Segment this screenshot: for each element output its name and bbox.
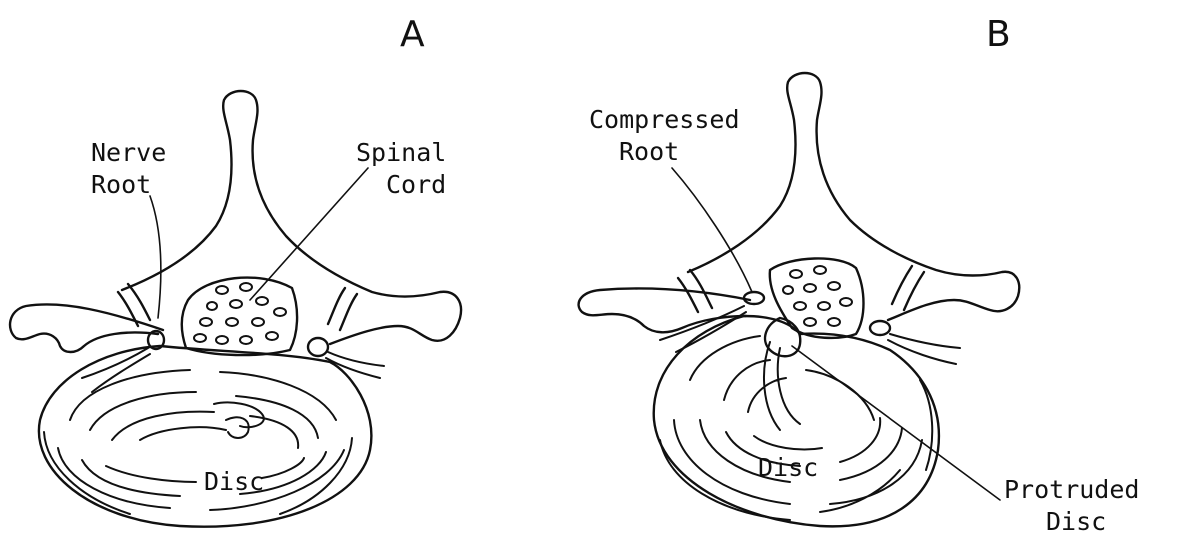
panel-a-spinal-cord-leader — [250, 168, 368, 300]
panel-a-nerve-root-right — [308, 338, 328, 356]
panel-b-disc-rings — [660, 336, 932, 520]
panel-b-protruded-disc-label-line1: Protruded — [1004, 475, 1139, 504]
panel-a-nerve-root-leader — [150, 196, 161, 318]
panel-a-disc-label: Disc — [204, 467, 264, 496]
panel-b-nerve-root-right — [870, 321, 890, 335]
panel-b-right-pedicle — [892, 266, 924, 310]
panel-a-vertebra-outline — [10, 91, 461, 352]
panel-a-disc-rings — [44, 370, 352, 514]
panel-b-disc-label: Disc — [758, 453, 818, 482]
panel-b-compressed-root-label-line2: Root — [619, 137, 679, 166]
panel-a-spinal-cord-label-line1: Spinal — [356, 138, 446, 167]
panel-b: B Compressed Root Disc P — [579, 14, 1140, 536]
panel-b-compressed-root — [744, 292, 764, 304]
panel-a-nerve-root-label-line1: Nerve — [91, 138, 166, 167]
panel-b-protruded-disc-label-line2: Disc — [1046, 507, 1106, 536]
panel-b-letter: B — [986, 14, 1011, 55]
panel-b-compressed-root-leader — [672, 168, 752, 292]
panel-a-nerve-root-label-line2: Root — [91, 170, 151, 199]
panel-b-protruded-disc-leader — [792, 346, 1000, 500]
panel-a-right-pedicle — [328, 288, 357, 330]
panel-b-cord-cells — [783, 266, 852, 326]
panel-a: A Nerve Roo — [10, 14, 461, 527]
panel-a-cord-cells — [194, 283, 286, 344]
panel-a-disc — [39, 346, 371, 527]
panel-b-compressed-root-label-line1: Compressed — [589, 105, 740, 134]
panel-a-letter: A — [400, 14, 425, 55]
panel-b-protrusion — [765, 318, 800, 356]
panel-a-spinal-cord-label-line2: Cord — [386, 170, 446, 199]
